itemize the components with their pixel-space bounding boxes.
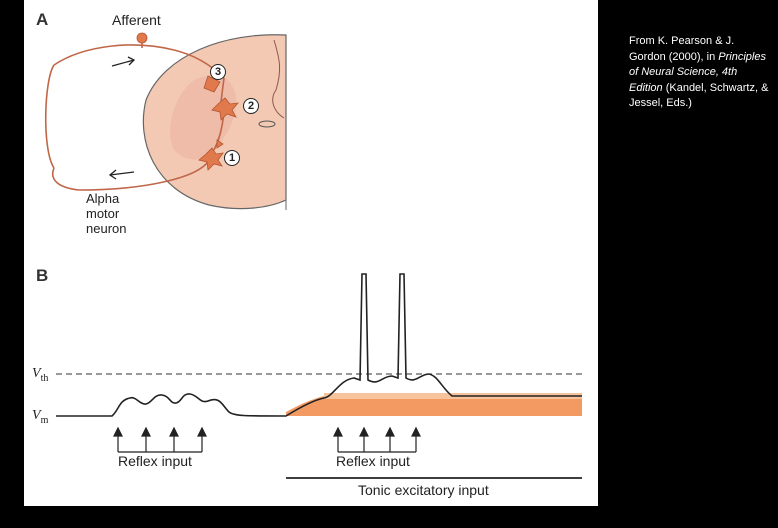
vth-v: V xyxy=(32,366,41,381)
neuron-2-soma xyxy=(211,97,239,121)
vm-v: V xyxy=(32,408,41,423)
caption-editors: (Kandel, Schwartz, & Jessel, Eds.) xyxy=(629,81,769,110)
vth-sub: th xyxy=(40,372,49,384)
spinal-cord-section xyxy=(142,34,287,210)
reflex-input-arrows xyxy=(113,426,421,453)
afferent-soma xyxy=(136,32,148,44)
motor-neuron-soma xyxy=(198,147,224,171)
afferent-label: Afferent xyxy=(112,12,161,28)
panel-b-letter: B xyxy=(36,266,49,285)
tonic-input-label: Tonic excitatory input xyxy=(358,482,489,498)
neuron-3-soma xyxy=(203,75,221,93)
vm-sub: m xyxy=(40,414,49,426)
figure-panel: A Afferent Alpha motor neuron 3 2 1 B Vt… xyxy=(24,0,598,506)
neuron-number-2: 2 xyxy=(243,98,259,114)
arrows-panel-a xyxy=(108,56,136,180)
vm-label: Vm xyxy=(32,408,48,426)
reflex-input-label-left: Reflex input xyxy=(118,453,192,469)
neuron-number-1: 1 xyxy=(224,150,240,166)
motor-label-line-2: motor xyxy=(86,206,120,221)
caption-book-title: Principles of Neural Science, 4th Editio… xyxy=(629,50,766,94)
reflex-input-label-right: Reflex input xyxy=(336,453,410,469)
alpha-motor-neuron-label: Alpha motor neuron xyxy=(86,191,126,236)
motor-label-line-1: Alpha xyxy=(86,191,120,206)
neurons xyxy=(136,32,239,171)
potential-trace xyxy=(56,273,582,417)
reflex-arrows-left xyxy=(113,426,207,453)
figure-caption: From K. Pearson & J. Gordon (2000), in P… xyxy=(629,34,769,112)
motor-label-line-3: neuron xyxy=(86,221,127,236)
vth-label: Vth xyxy=(32,366,48,384)
figure-graphics xyxy=(44,32,582,479)
panel-a-letter: A xyxy=(36,10,49,29)
caption-source: From K. Pearson & J. Gordon (2000), in xyxy=(629,35,735,63)
neuron-number-3: 3 xyxy=(210,64,226,80)
reflex-arrows-right xyxy=(333,426,421,453)
